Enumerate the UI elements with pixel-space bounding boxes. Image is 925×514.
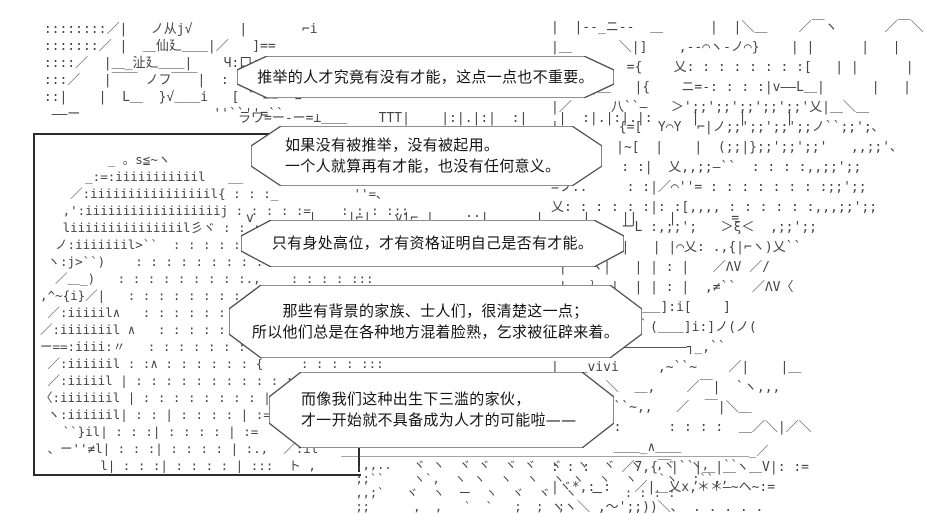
speech-bubble-5: 而像我们这种出生下三滥的家伙， 才一开始就不具备成为人才的可能啦—— [269, 372, 614, 448]
fence-ascii-art-top: ラワ=ー-ー=⊥＿＿ TTT| |:|.|:| :| | :|.|:|.|: |… [238, 111, 794, 126]
dialogue-line: 一个人就算再有才能，也没有任何意义。 [285, 157, 561, 175]
dialogue-line: 所以他们总是在各种地方混着脸熟，乞求被征辟来着。 [251, 322, 620, 341]
speech-bubble-3: 只有身处高位，才有资格证明自己是否有才能。 [241, 220, 624, 267]
speech-bubble-outline [251, 126, 602, 186]
speech-bubble-outline [237, 56, 614, 98]
ground-hatching-ascii-art: ＿＿＿＿＿＿＿＿＿＿＿＿＿＿＿＿＿＿＿＿＿＿＿＿＿＿＿＿＿＿＿＿＿＿_／ ,,,… [341, 444, 769, 514]
dialogue-line: 才一开始就不具备成为人才的可能啦—— [301, 411, 577, 429]
dialogue-line: 而像我们这种出生下三滥的家伙， [301, 390, 531, 408]
speech-bubble-2: 如果没有被推举，没有被起用。 一个人就算再有才能，也没有任何意义。 [251, 126, 602, 186]
speech-bubble-outline [241, 220, 624, 267]
dialogue-line: 只有身处高位，才有资格证明自己是否有才能。 [271, 234, 594, 252]
speech-bubble-outline [229, 285, 642, 358]
dialogue-line: 如果没有被推举，没有被起用。 [285, 136, 500, 154]
speech-bubble-1: 推举的人才究竟有没有才能，这点一点也不重要。 [237, 56, 614, 98]
panel-frame-right-edge [358, 446, 360, 472]
speech-bubble-4: 那些有背景的家族、士人们，很清楚这一点； 所以他们总是在各种地方混着脸熟，乞求被… [229, 285, 642, 358]
panel-frame [33, 133, 361, 476]
dialogue-line: 推举的人才究竟有没有才能，这点一点也不重要。 [257, 67, 594, 86]
speech-bubble-outline [269, 372, 614, 448]
dialogue-line: 那些有背景的家族、士人们，很清楚这一点； [282, 301, 589, 320]
